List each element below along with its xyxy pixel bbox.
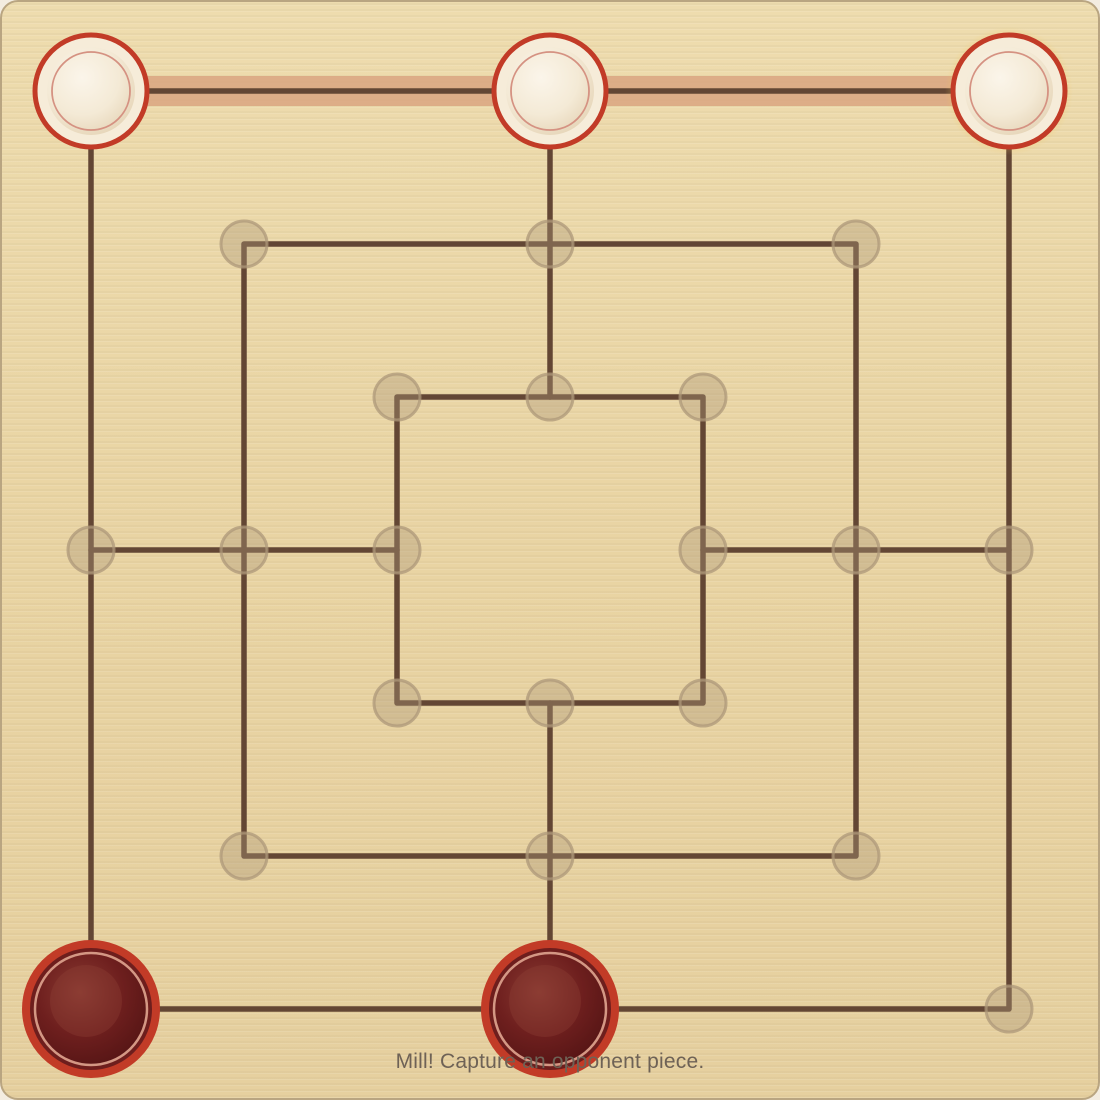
white-piece-d7[interactable] bbox=[491, 32, 609, 150]
piece-sheen bbox=[509, 965, 581, 1037]
empty-point-c3[interactable] bbox=[372, 678, 422, 728]
empty-point-a4[interactable] bbox=[66, 525, 116, 575]
empty-point-e4[interactable] bbox=[678, 525, 728, 575]
white-piece-a7[interactable] bbox=[32, 32, 150, 150]
empty-point-d2[interactable] bbox=[525, 831, 575, 881]
empty-point-b2[interactable] bbox=[219, 831, 269, 881]
empty-point-f4[interactable] bbox=[831, 525, 881, 575]
empty-point-d6[interactable] bbox=[525, 219, 575, 269]
piece-body bbox=[506, 47, 594, 135]
empty-point-b4[interactable] bbox=[219, 525, 269, 575]
piece-body bbox=[47, 47, 135, 135]
empty-point-c5[interactable] bbox=[372, 372, 422, 422]
empty-point-g4[interactable] bbox=[984, 525, 1034, 575]
empty-point-c4[interactable] bbox=[372, 525, 422, 575]
piece-body bbox=[492, 951, 608, 1067]
status-message: Mill! Capture an opponent piece. bbox=[395, 1050, 705, 1073]
empty-point-f2[interactable] bbox=[831, 831, 881, 881]
empty-point-d3[interactable] bbox=[525, 678, 575, 728]
piece-sheen bbox=[50, 965, 122, 1037]
piece-inner-ring bbox=[969, 51, 1049, 131]
pieces-layer bbox=[22, 27, 1073, 1078]
black-piece-d1[interactable] bbox=[481, 940, 619, 1078]
board-points bbox=[66, 219, 1034, 1034]
piece-body bbox=[965, 47, 1053, 135]
empty-point-b6[interactable] bbox=[219, 219, 269, 269]
piece-inner-ring bbox=[510, 51, 590, 131]
empty-point-g1[interactable] bbox=[984, 984, 1034, 1034]
piece-body bbox=[33, 951, 149, 1067]
empty-point-f6[interactable] bbox=[831, 219, 881, 269]
piece-inner-ring bbox=[51, 51, 131, 131]
empty-point-d5[interactable] bbox=[525, 372, 575, 422]
black-piece-a1[interactable] bbox=[22, 940, 160, 1078]
empty-point-e5[interactable] bbox=[678, 372, 728, 422]
white-piece-g7[interactable] bbox=[945, 27, 1073, 155]
empty-point-e3[interactable] bbox=[678, 678, 728, 728]
inner-square-line bbox=[394, 394, 706, 706]
